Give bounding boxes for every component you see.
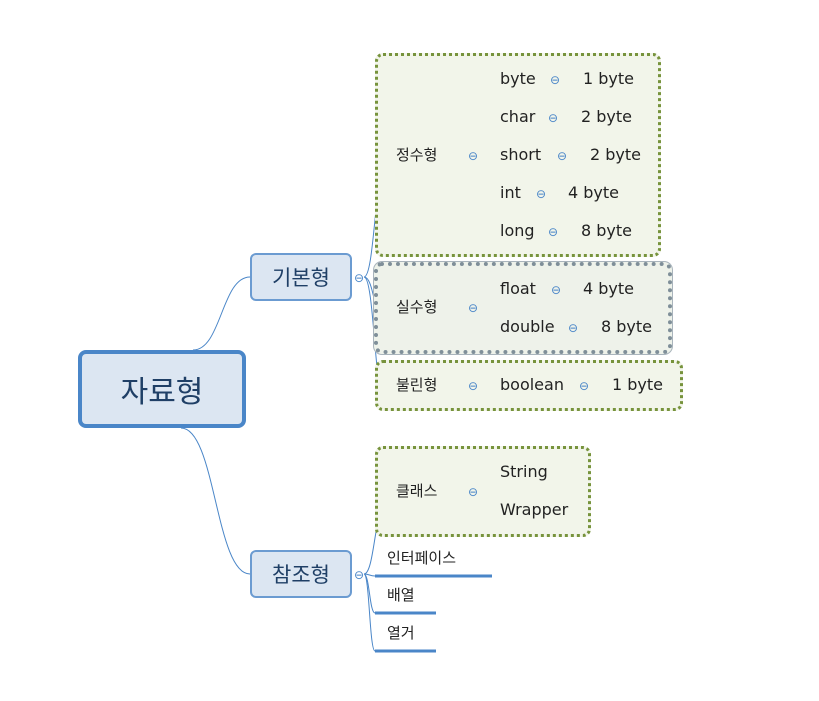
type-size-double[interactable]: 8 byte: [601, 317, 653, 336]
type-size-boolean[interactable]: 1 byte: [612, 375, 664, 394]
type-name-float[interactable]: float: [500, 279, 536, 298]
class-string[interactable]: String: [500, 462, 548, 481]
topic-array[interactable]: 배열: [387, 586, 415, 604]
class-group-frame: [375, 446, 591, 537]
topic-reference-type[interactable]: 참조형: [250, 550, 352, 598]
collapse-icon[interactable]: ⊖: [468, 485, 479, 499]
topic-class[interactable]: 클래스: [396, 482, 438, 500]
collapse-icon[interactable]: ⊖: [579, 379, 590, 393]
collapse-icon[interactable]: ⊖: [548, 111, 559, 125]
collapse-icon[interactable]: ⊖: [557, 149, 568, 163]
branch-root-reference: [180, 427, 251, 575]
topic-boolean[interactable]: 불린형: [396, 376, 438, 394]
type-name-long[interactable]: long: [500, 221, 535, 240]
collapse-icon[interactable]: ⊖: [354, 568, 365, 582]
type-name-int[interactable]: int: [500, 183, 521, 202]
type-name-short[interactable]: short: [500, 145, 542, 164]
type-name-char[interactable]: char: [500, 107, 536, 126]
type-size-char[interactable]: 2 byte: [581, 107, 633, 126]
topic-enum[interactable]: 열거: [387, 624, 415, 642]
boolean-group-frame: [375, 360, 683, 411]
topic-integer[interactable]: 정수형: [396, 146, 438, 164]
topic-basic-type[interactable]: 기본형: [250, 253, 352, 301]
type-name-boolean[interactable]: boolean: [500, 375, 564, 394]
type-size-long[interactable]: 8 byte: [581, 221, 633, 240]
type-size-float[interactable]: 4 byte: [583, 279, 635, 298]
branch-root-basic: [192, 276, 251, 351]
collapse-icon[interactable]: ⊖: [551, 283, 562, 297]
collapse-icon[interactable]: ⊖: [468, 301, 479, 315]
type-name-double[interactable]: double: [500, 317, 555, 336]
type-size-int[interactable]: 4 byte: [568, 183, 620, 202]
collapse-icon[interactable]: ⊖: [354, 271, 365, 285]
branch-reference-enum: [363, 573, 376, 652]
integer-group-frame: [375, 53, 661, 257]
type-name-byte[interactable]: byte: [500, 69, 536, 88]
collapse-icon[interactable]: ⊖: [468, 149, 479, 163]
real-group-frame-selected[interactable]: [374, 262, 672, 354]
topic-real[interactable]: 실수형: [396, 298, 438, 316]
type-size-byte[interactable]: 1 byte: [583, 69, 635, 88]
collapse-icon[interactable]: ⊖: [468, 379, 479, 393]
topic-interface[interactable]: 인터페이스: [387, 549, 457, 567]
collapse-icon[interactable]: ⊖: [548, 225, 559, 239]
collapse-icon[interactable]: ⊖: [536, 187, 547, 201]
root-topic[interactable]: 자료형: [78, 350, 246, 428]
collapse-icon[interactable]: ⊖: [550, 73, 561, 87]
type-size-short[interactable]: 2 byte: [590, 145, 642, 164]
collapse-icon[interactable]: ⊖: [568, 321, 579, 335]
class-wrapper[interactable]: Wrapper: [500, 500, 569, 519]
